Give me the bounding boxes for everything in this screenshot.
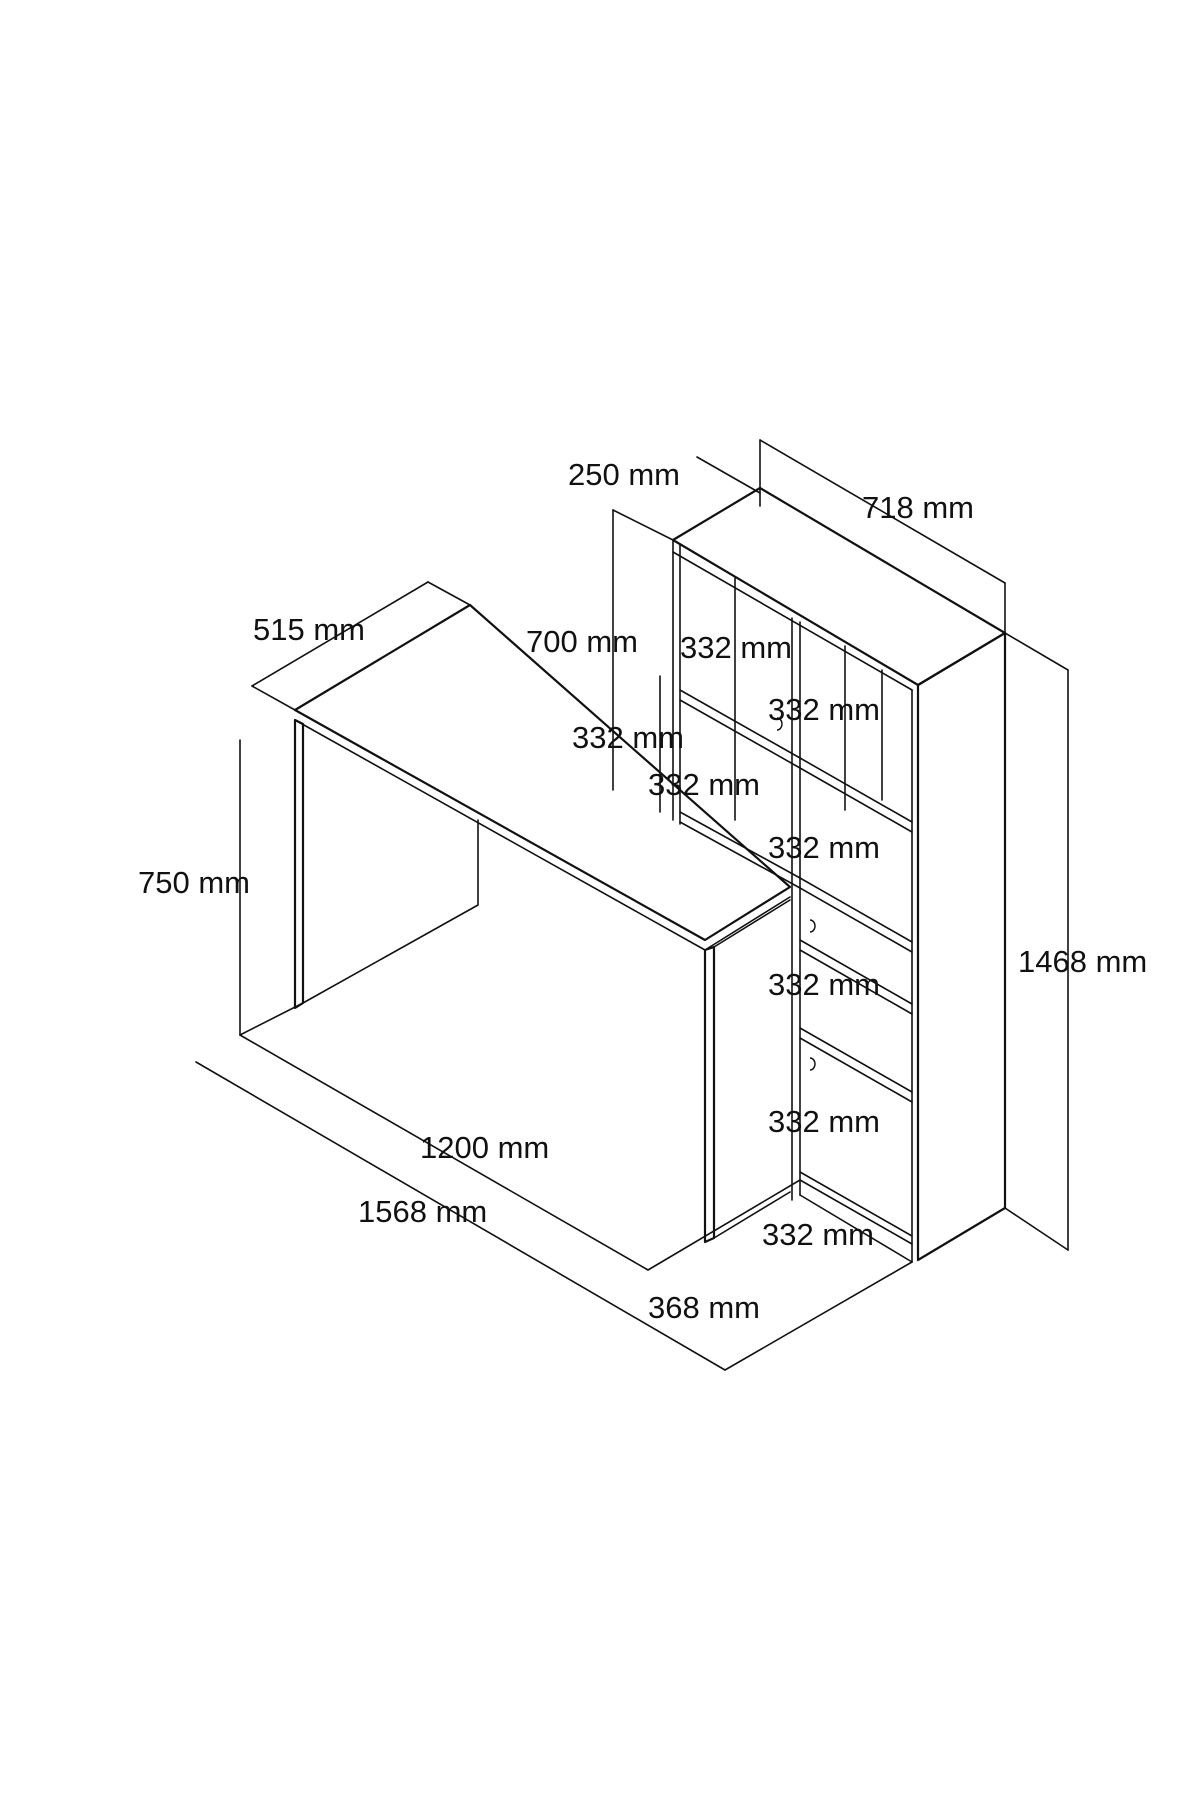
dim-line-1568 [195, 1061, 726, 1371]
label-cell-row-4: 332 mm [768, 967, 880, 1002]
shelf-1-thickness [679, 699, 913, 833]
shelf-2 [679, 811, 913, 943]
dim-ext-515-right [427, 581, 471, 606]
label-upper-section-height: 700 mm [526, 624, 638, 659]
shelf-5-thickness [799, 1179, 913, 1245]
shelf-1 [679, 689, 913, 823]
dim-line-368 [724, 1261, 913, 1371]
desk-right-leg-bottom [713, 1191, 791, 1239]
dim-line-1200 [239, 1034, 649, 1271]
dim-line-718 [759, 439, 1006, 584]
desk-right-leg [703, 945, 716, 1244]
label-desk-height: 750 mm [138, 865, 250, 900]
dim-ext-1468-top [1004, 632, 1069, 671]
desk-top [293, 603, 792, 942]
shelf-2-thickness [679, 821, 913, 953]
desk-top-front-thickness [294, 719, 791, 951]
desk-back-panel [302, 819, 479, 1004]
label-cell-upper-width: 332 mm [648, 767, 760, 802]
shelf-3-thickness [799, 949, 913, 1015]
shelf-3 [799, 939, 913, 1005]
bookcase [671, 486, 1007, 1263]
shelf-4 [799, 1027, 913, 1093]
dim-ext-700-top [612, 509, 674, 541]
label-base-depth: 368 mm [648, 1290, 760, 1325]
bookcase-right-side [916, 631, 1007, 1262]
knob-icon [776, 717, 783, 731]
dim-line-332-bottom [799, 1194, 913, 1263]
dim-line-250 [696, 456, 761, 494]
label-cell-upper-side: 332 mm [572, 720, 684, 755]
dimension-lines [195, 439, 1069, 1371]
desk-right-leg-side [713, 899, 791, 948]
dim-line-368-upper [647, 1179, 801, 1271]
label-total-width: 1568 mm [358, 1194, 487, 1229]
dim-ext-1468-bottom [1004, 1207, 1069, 1251]
desk-left-leg [293, 718, 305, 1010]
label-desk-depth: 515 mm [253, 612, 365, 647]
desk [293, 603, 792, 1244]
label-cell-row-5: 332 mm [768, 1104, 880, 1139]
knob-icon [809, 919, 816, 933]
shelf-4-thickness [799, 1037, 913, 1103]
dim-ext-515-left [251, 685, 296, 711]
label-cell-bottom-width: 332 mm [762, 1217, 874, 1252]
dimension-labels: 250 mm 718 mm 515 mm 700 mm 332 mm 332 m… [138, 457, 1147, 1325]
label-shelf-depth: 250 mm [568, 457, 680, 492]
label-total-height: 1468 mm [1018, 944, 1147, 979]
label-cell-top-back: 332 mm [680, 630, 792, 665]
dim-ext-750-bottom [239, 1002, 304, 1036]
shelf-5 [799, 1171, 913, 1237]
label-cell-top-front: 332 mm [768, 692, 880, 727]
label-cell-row-3: 332 mm [768, 830, 880, 865]
dim-line-515 [251, 581, 429, 687]
label-shelf-width: 718 mm [862, 490, 974, 525]
knob-icon [809, 1057, 816, 1071]
label-desk-width: 1200 mm [420, 1130, 549, 1165]
